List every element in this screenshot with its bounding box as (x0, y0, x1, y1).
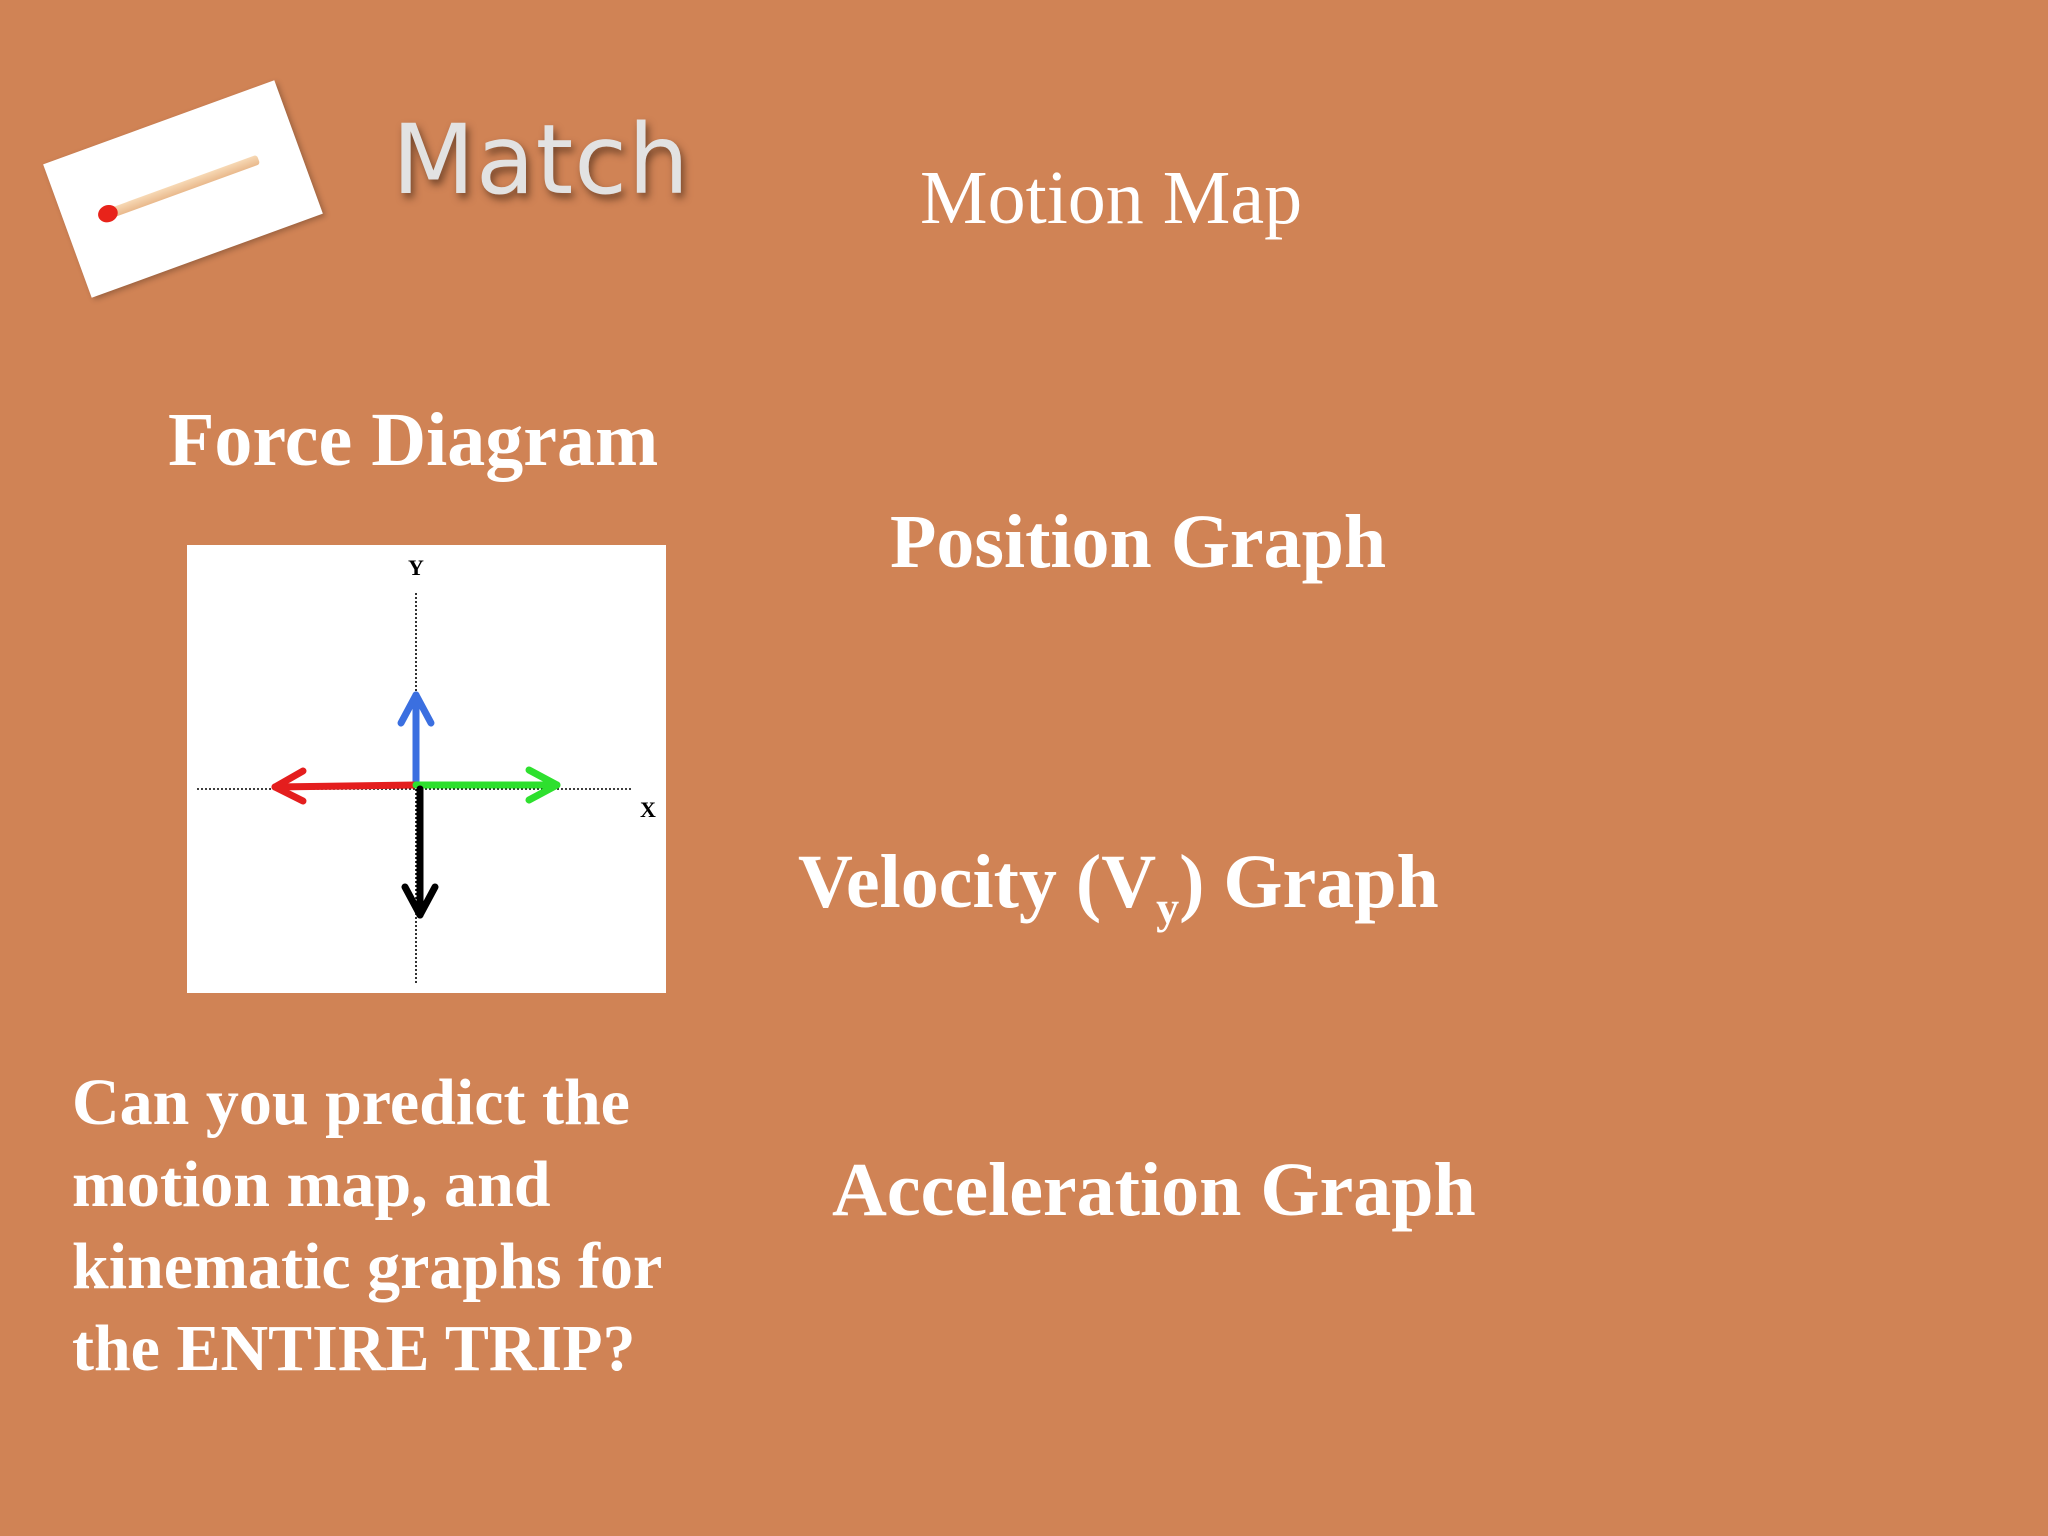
force-arrow-right (412, 766, 561, 804)
velocity-suffix: ) Graph (1179, 840, 1439, 924)
velocity-prefix: Velocity (V (798, 840, 1157, 924)
question-line: motion map, and (72, 1148, 551, 1221)
question-line: kinematic graphs for (72, 1230, 663, 1303)
force-diagram: Y X (187, 545, 666, 993)
acceleration-graph-label: Acceleration Graph (832, 1148, 1476, 1232)
question-line: Can you predict the (72, 1066, 630, 1139)
force-diagram-label: Force Diagram (168, 398, 659, 482)
force-diagram-svg: Y X (197, 555, 656, 985)
velocity-graph-label: Velocity (Vy) Graph (798, 844, 1439, 931)
position-graph-label: Position Graph (890, 500, 1387, 584)
slide-title: Match (392, 104, 690, 216)
matchstick-image (43, 80, 323, 298)
force-arrow-down (401, 785, 439, 919)
motion-map-label: Motion Map (920, 156, 1303, 240)
question-text: Can you predict the motion map, and kine… (72, 1062, 772, 1390)
question-line: the ENTIRE TRIP? (72, 1312, 636, 1385)
velocity-subscript: y (1156, 882, 1180, 933)
force-arrow-left (271, 767, 420, 805)
y-axis-label: Y (408, 555, 424, 580)
x-axis-label: X (640, 797, 656, 822)
force-arrow-up (397, 691, 435, 789)
matchstick (104, 154, 261, 220)
